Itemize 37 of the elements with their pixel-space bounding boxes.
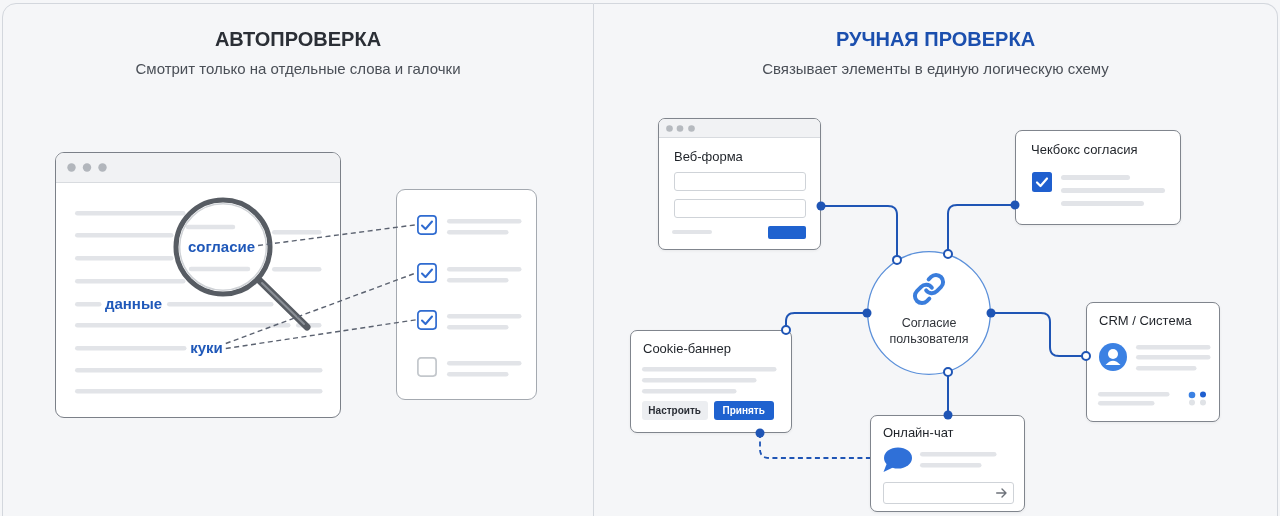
crm-card	[1086, 302, 1220, 422]
dashed-connector	[225, 319, 418, 350]
panel-subtitle: Смотрит только на отдельные слова и галочки	[135, 60, 461, 77]
highlighted-word: согласие	[186, 237, 257, 254]
card-title: Онлайн-чат	[883, 425, 954, 440]
connector-line	[781, 308, 872, 335]
card-title: Чекбокс согласия	[1031, 142, 1138, 157]
connector-line	[986, 308, 1091, 361]
customize-button: Настроить	[641, 400, 708, 420]
connector-line	[816, 201, 902, 265]
comparison-panel	[2, 3, 594, 516]
card-title: Веб-форма	[674, 149, 743, 164]
comparison-panel	[594, 3, 1278, 516]
dashed-connector	[257, 224, 418, 247]
checkbox-icon	[416, 262, 437, 283]
highlighted-word: куки	[189, 338, 224, 355]
cookie-banner-card	[630, 330, 792, 433]
connector-line	[943, 200, 1020, 259]
consent-checkbox-card	[1015, 130, 1181, 225]
panel-heading: АВТОПРОВЕРКА	[214, 28, 382, 51]
card-title: Cookie-баннер	[643, 341, 731, 356]
panel-subtitle: Связывает элементы в единую логическую схему	[762, 60, 1109, 77]
web-form-window	[658, 118, 821, 250]
panel-heading: РУЧНАЯ ПРОВЕРКА	[835, 28, 1036, 51]
accept-button: Принять	[713, 400, 774, 420]
card-title: CRM / Система	[1099, 313, 1192, 328]
checkbox-icon	[416, 309, 437, 330]
connector-line	[943, 367, 953, 420]
browser-window	[55, 152, 341, 418]
checkbox-icon	[416, 214, 437, 235]
chat-card	[870, 415, 1025, 512]
highlighted-word: данные	[104, 294, 163, 311]
dashed-connector	[755, 428, 871, 459]
hub-label: Согласие пользователя	[888, 315, 970, 347]
checkbox-icon	[416, 356, 437, 377]
consent-hub-circle	[867, 251, 991, 375]
checklist-card	[396, 189, 537, 400]
